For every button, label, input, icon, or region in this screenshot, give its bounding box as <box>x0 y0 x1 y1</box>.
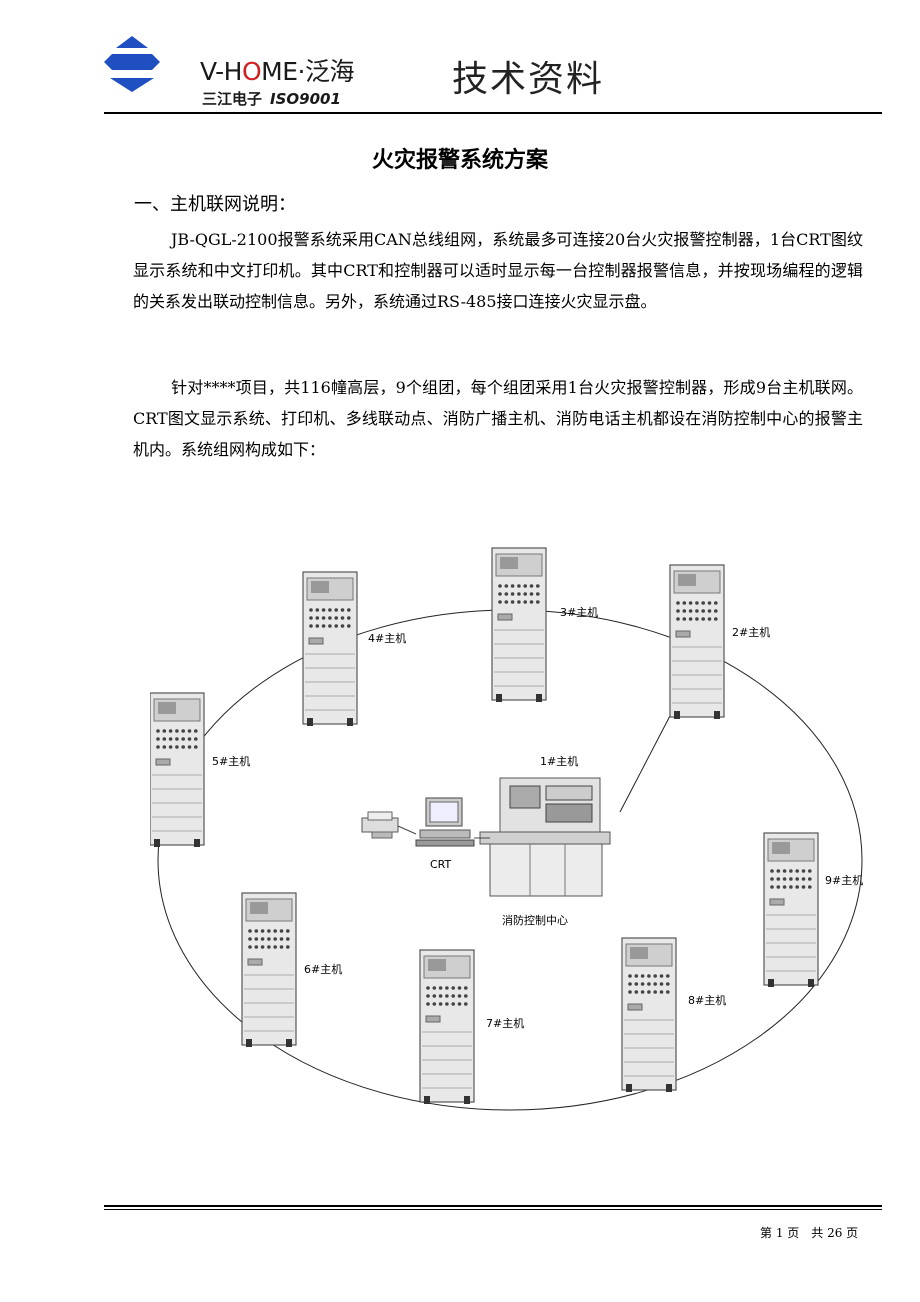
host-label: 1#主机 <box>540 754 578 768</box>
iso-label: ISO9001 <box>270 90 341 108</box>
host-label: 2#主机 <box>732 625 770 639</box>
host-cabinet-icon <box>241 892 297 1047</box>
footer-divider <box>104 1205 882 1207</box>
footer-divider-thin <box>104 1209 882 1210</box>
header-title: 技术资料 <box>452 59 605 100</box>
host-label: 3#主机 <box>560 605 598 619</box>
control-center <box>361 777 611 897</box>
host-label: 6#主机 <box>304 962 342 976</box>
host-cabinet-icon <box>491 547 547 702</box>
company-name: 三江电子 <box>202 90 263 108</box>
host-cabinet-icon <box>150 692 205 847</box>
control-center-label: 消防控制中心 <box>502 913 568 927</box>
host-cabinet-icon <box>763 832 819 987</box>
paragraph-2: 针对****项目，共116幢高层，9个组团，每个组团采用1台火灾报警控制器，形成… <box>133 378 863 459</box>
printer-icon <box>361 811 399 839</box>
host-cabinet-icon <box>621 937 677 1092</box>
host-cabinet-icon <box>302 571 358 726</box>
section-heading: 一、主机联网说明： <box>134 194 296 215</box>
host-label: 4#主机 <box>368 631 406 645</box>
crt-label: CRT <box>430 858 452 871</box>
fire-control-console-icon <box>479 777 611 897</box>
host-cabinet-icon <box>419 949 475 1104</box>
crt-monitor-icon <box>415 797 475 847</box>
brand-logo-text: V-HOME·泛海 <box>200 57 354 86</box>
host-label: 9#主机 <box>825 873 863 887</box>
host-label: 7#主机 <box>486 1016 524 1030</box>
logo-icon <box>104 36 160 92</box>
host-label: 5#主机 <box>212 754 250 768</box>
page-number: 第 1 页 共 26 页 <box>760 1226 859 1240</box>
host-label: 8#主机 <box>688 993 726 1007</box>
header-divider <box>104 112 882 114</box>
network-diagram: 1#主机 2#主机 3#主机 4#主机 5#主机 6#主机 7#主机 8#主机 9#主机 CRT 消… <box>150 547 863 1111</box>
document-title: 火灾报警系统方案 <box>371 148 548 173</box>
host-cabinet-icon <box>669 564 725 719</box>
center-link <box>619 711 673 813</box>
company-line: 三江电子 ISO9001 <box>202 88 341 109</box>
paragraph-1: JB-QGL-2100报警系统采用CAN总线组网，系统最多可连接20台火灾报警控… <box>133 230 863 311</box>
